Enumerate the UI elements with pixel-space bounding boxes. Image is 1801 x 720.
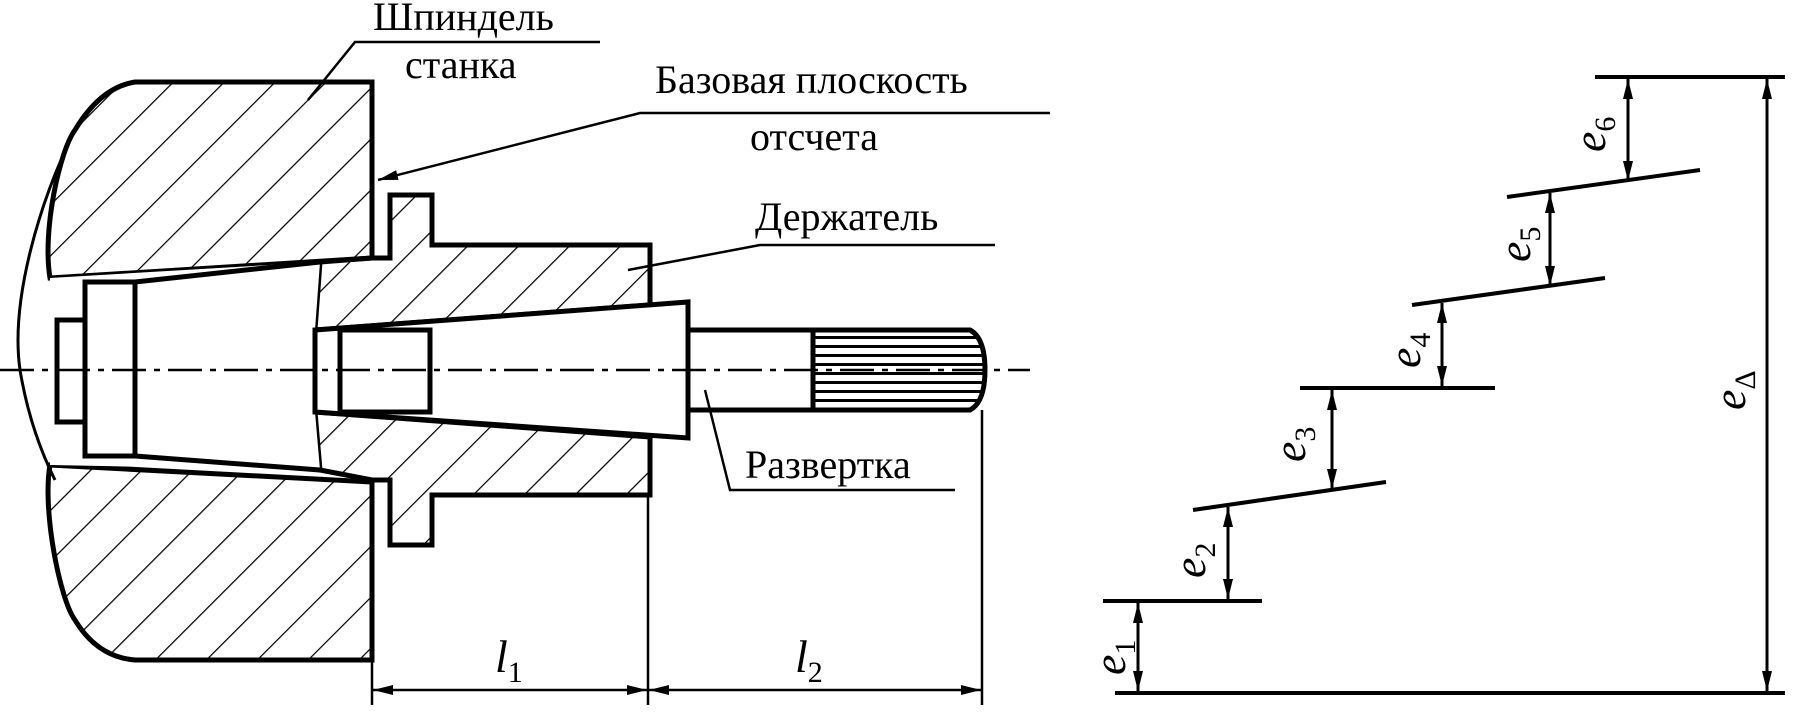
- label-reamer: Развертка: [745, 442, 911, 487]
- label-base-plane: Базовая плоскость: [655, 57, 968, 102]
- step-line-4: [1411, 276, 1606, 307]
- e4-label: e4: [1379, 333, 1437, 368]
- reamer-leader: [703, 389, 955, 492]
- label-base-plane-2: отсчета: [750, 114, 878, 159]
- label-holder: Держатель: [755, 194, 938, 239]
- label-spindle: Шпиндель: [373, 0, 554, 39]
- spindle-break-line: [16, 129, 77, 481]
- e1-label: e1: [1084, 640, 1142, 675]
- error-stackup-diagram: e1 e2 e3 e4 e5 e6 eΔ: [1084, 75, 1785, 695]
- dim-l1-label: l1: [495, 631, 523, 689]
- holder-leader: [627, 243, 995, 272]
- e5-label: e5: [1489, 227, 1547, 262]
- e6-label: e6: [1564, 117, 1622, 152]
- spindle-lower-section: [45, 462, 375, 663]
- e3-label: e3: [1264, 427, 1322, 462]
- step-line-2: [1192, 480, 1387, 512]
- spindle-leader: [307, 40, 600, 101]
- base-plane-leader: [377, 111, 1050, 182]
- label-spindle-2: станка: [405, 42, 517, 87]
- step-line-5: [1506, 168, 1701, 199]
- total-error-label: eΔ: [1704, 370, 1762, 410]
- e2-label: e2: [1164, 543, 1222, 578]
- tool-assembly-drawing: Шпиндель станка Базовая плоскость отсчет…: [0, 0, 1050, 705]
- dim-l2-label: l2: [795, 631, 823, 689]
- spindle-upper-section: [45, 79, 375, 281]
